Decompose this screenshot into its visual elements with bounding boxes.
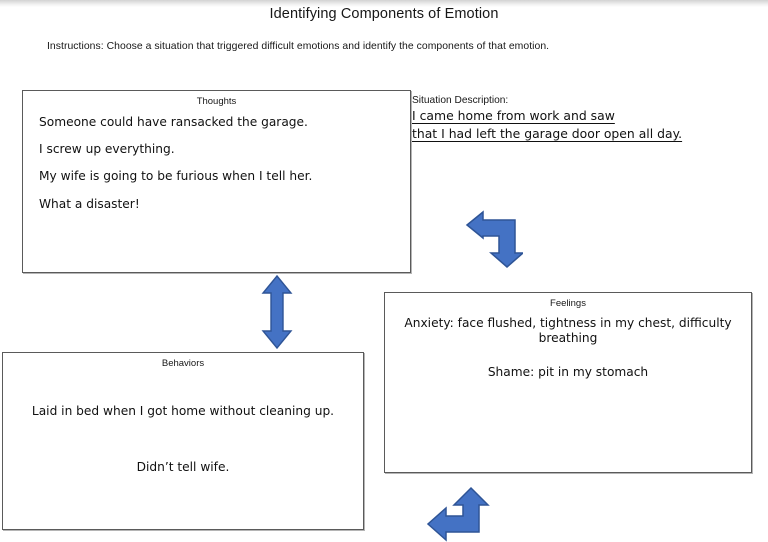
page-top-edge-shadow xyxy=(0,0,768,7)
instructions-text: Instructions: Choose a situation that tr… xyxy=(47,41,550,52)
feelings-box-title: Feelings xyxy=(550,298,586,309)
thoughts-box: Thoughts Someone could have ransacked th… xyxy=(22,90,411,273)
feelings-box-body: Anxiety: face flushed, tightness in my c… xyxy=(385,309,751,378)
feelings-line: Shame: pit in my stomach xyxy=(487,364,649,379)
feelings-box: Feelings Anxiety: face flushed, tightnes… xyxy=(384,292,752,473)
page-title: Identifying Components of Emotion xyxy=(269,6,499,22)
situation-description-value-line-2: that I had left the garage door open all… xyxy=(412,126,683,141)
situation-description: Situation Description: I came home from … xyxy=(412,90,742,141)
situation-description-value-line-1: I came home from work and saw xyxy=(412,108,615,123)
feelings-line: Anxiety: face flushed, tightness in my c… xyxy=(404,316,732,346)
behaviors-box-title: Behaviors xyxy=(161,358,205,369)
behaviors-line: Laid in bed when I got home without clea… xyxy=(31,404,335,418)
double-arrow-vertical-icon xyxy=(261,274,293,350)
bent-arrow-left-down-icon xyxy=(465,210,523,268)
situation-description-label: Situation Description: xyxy=(412,95,509,106)
bent-arrow-up-left-icon xyxy=(426,486,490,542)
behaviors-box: Behaviors Laid in bed when I got home wi… xyxy=(2,352,364,530)
thoughts-box-title: Thoughts xyxy=(196,96,237,107)
thoughts-line: Someone could have ransacked the garage. xyxy=(39,115,308,129)
behaviors-box-body: Laid in bed when I got home without clea… xyxy=(3,404,363,475)
thoughts-line: My wife is going to be furious when I te… xyxy=(39,169,313,184)
thoughts-line: I screw up everything. xyxy=(39,142,175,157)
thoughts-line: What a disaster! xyxy=(39,196,140,211)
thoughts-box-body: Someone could have ransacked the garage.… xyxy=(23,107,410,210)
behaviors-line: Didn’t tell wife. xyxy=(136,460,230,475)
